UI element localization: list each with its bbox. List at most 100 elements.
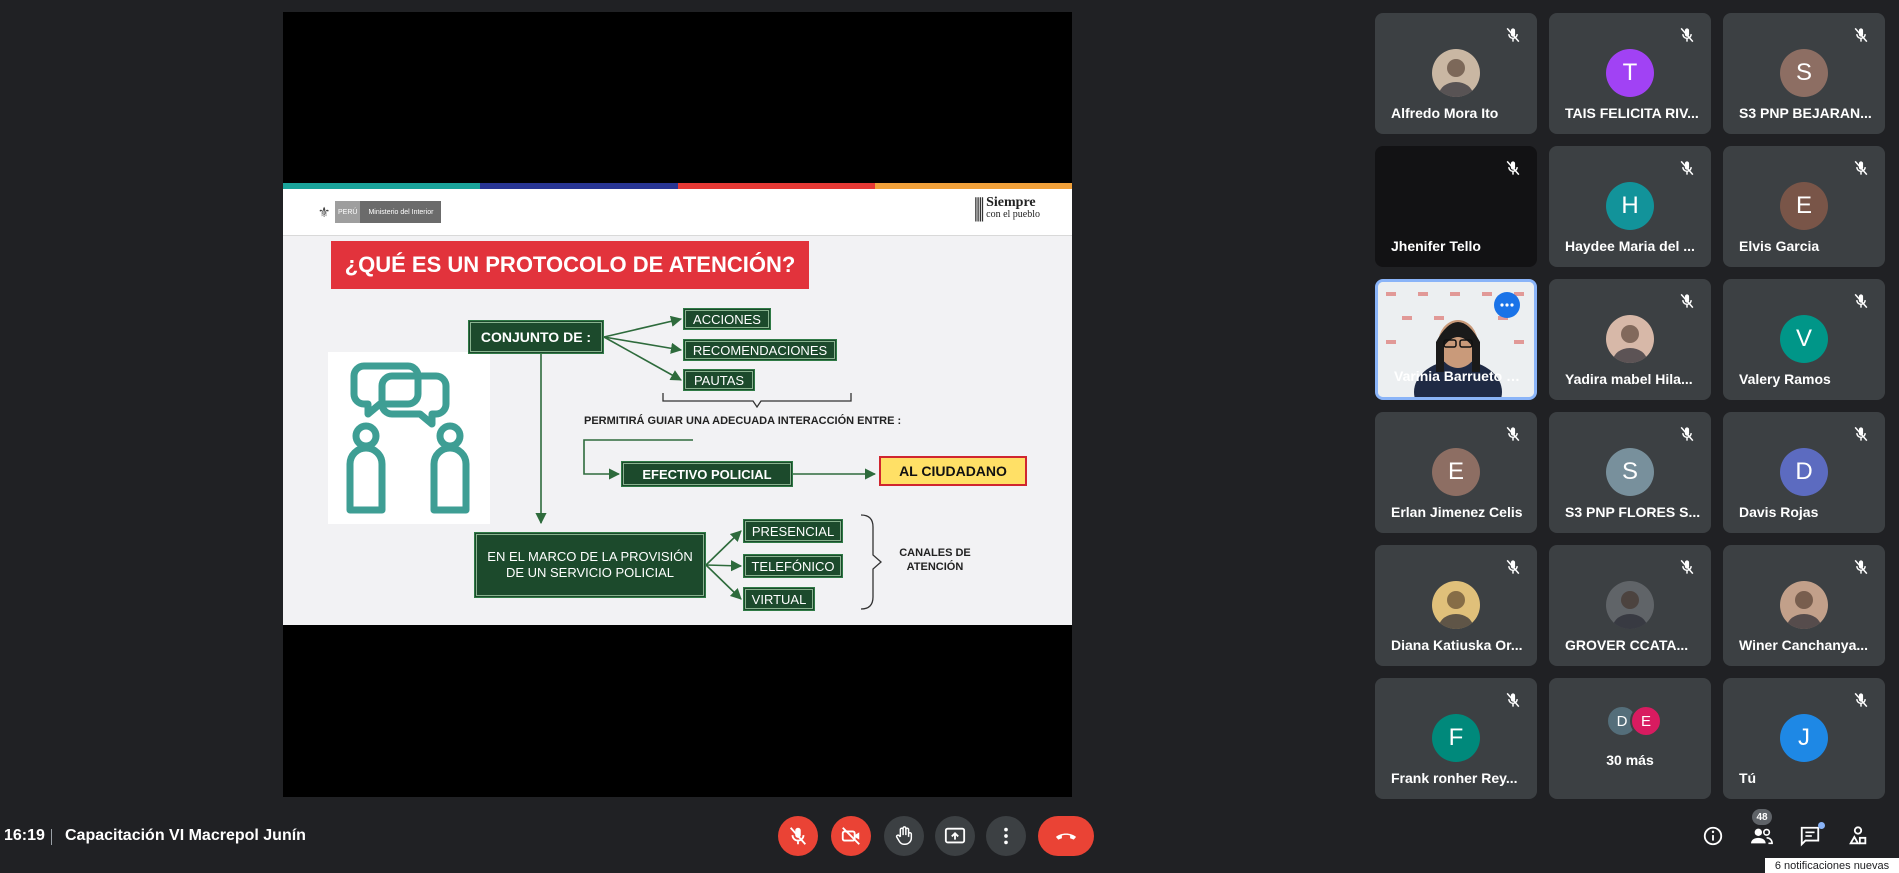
avatar-photo: [1606, 315, 1654, 363]
mic-muted-icon: [1503, 557, 1523, 577]
participant-name: Haydee Maria del ...: [1565, 238, 1695, 254]
mic-muted-icon: [1851, 424, 1871, 444]
participant-name: Davis Rojas: [1739, 504, 1819, 520]
more-horiz-icon: [1500, 303, 1514, 307]
mic-muted-icon: [1503, 158, 1523, 178]
participant-tile[interactable]: J Tú: [1723, 678, 1885, 799]
raise-hand-button[interactable]: [884, 816, 924, 856]
chat-notification-dot: [1818, 822, 1825, 829]
mic-toggle-button[interactable]: [778, 816, 818, 856]
participant-tile[interactable]: Jhenifer Tello: [1375, 146, 1537, 267]
mic-muted-icon: [1677, 424, 1697, 444]
mic-muted-icon: [1677, 25, 1697, 45]
logo-slogan-2: con el pueblo: [986, 209, 1040, 220]
slide: ⚜ PERÚ Ministerio del Interior |||| Siem…: [283, 183, 1072, 625]
chat-button[interactable]: [1794, 820, 1826, 852]
participant-name: Jhenifer Tello: [1391, 238, 1481, 254]
columns-icon: ||||: [973, 193, 985, 222]
mic-muted-icon: [1851, 25, 1871, 45]
avatar: E: [1780, 182, 1828, 230]
color-bar-navy: [480, 183, 678, 189]
color-bar-red: [677, 183, 875, 189]
crest-icon: ⚜: [317, 203, 331, 220]
meeting-title[interactable]: Capacitación VI Macrepol Junín: [65, 827, 306, 844]
present-screen-button[interactable]: [935, 816, 975, 856]
activities-icon: [1849, 826, 1867, 845]
participant-tile[interactable]: GROVER CCATA...: [1549, 545, 1711, 666]
participant-name: S3 PNP BEJARAN...: [1739, 105, 1872, 121]
participant-name: Yadira mabel Hila...: [1565, 371, 1693, 387]
participant-tile[interactable]: E Elvis Garcia: [1723, 146, 1885, 267]
slide-title: ¿QUÉ ES UN PROTOCOLO DE ATENCIÓN?: [331, 241, 809, 289]
participant-name: Winer Canchanya...: [1739, 637, 1869, 653]
mic-muted-icon: [1677, 158, 1697, 178]
participant-tile[interactable]: Varinia Barrueto F...: [1375, 279, 1537, 400]
leave-call-button[interactable]: [1038, 816, 1094, 856]
more-options-button[interactable]: [986, 816, 1026, 856]
notification-toast[interactable]: 6 notificaciones nuevas: [1765, 858, 1899, 873]
box-al-ciudadano: AL CIUDADANO: [879, 456, 1027, 486]
avatar: H: [1606, 182, 1654, 230]
mic-muted-icon: [1503, 424, 1523, 444]
avatar: D: [1780, 448, 1828, 496]
people-button[interactable]: [1746, 820, 1778, 852]
box-acciones: ACCIONES: [683, 308, 771, 330]
participant-tile[interactable]: Alfredo Mora Ito: [1375, 13, 1537, 134]
siempre-logo: |||| Siempre con el pueblo: [973, 195, 1040, 221]
color-bar-orange: [874, 183, 1072, 189]
color-bar-teal: [283, 183, 481, 189]
participant-name: Alfredo Mora Ito: [1391, 105, 1499, 121]
participant-tile[interactable]: Diana Katiuska Or...: [1375, 545, 1537, 666]
participant-name: Diana Katiuska Or...: [1391, 637, 1523, 653]
avatar: V: [1780, 315, 1828, 363]
logo-slogan-1: Siempre: [986, 195, 1036, 210]
box-conjunto: CONJUNTO DE :: [468, 320, 604, 354]
clock: 16:19: [4, 827, 45, 844]
info-icon: [1703, 826, 1723, 846]
mic-muted-icon: [1851, 158, 1871, 178]
box-telefonico: TELEFÓNICO: [743, 554, 843, 578]
avatar: J: [1780, 714, 1828, 762]
presentation-stage[interactable]: ⚜ PERÚ Ministerio del Interior |||| Siem…: [283, 12, 1072, 797]
activities-button[interactable]: [1842, 820, 1874, 852]
participant-name: Tú: [1739, 770, 1757, 786]
people-icon: [1751, 828, 1773, 845]
avatar: T: [1606, 49, 1654, 97]
participant-name: Elvis Garcia: [1739, 238, 1820, 254]
participant-name: Valery Ramos: [1739, 371, 1831, 387]
more-participants-label: 30 más: [1606, 752, 1654, 768]
camera-toggle-button[interactable]: [831, 816, 871, 856]
participant-tile[interactable]: Yadira mabel Hila...: [1549, 279, 1711, 400]
avatar-photo: [1432, 49, 1480, 97]
participant-tile[interactable]: V Valery Ramos: [1723, 279, 1885, 400]
mic-off-icon: [789, 827, 807, 845]
canales-de-atencion: CANALES DE ATENCIÓN: [899, 547, 971, 573]
logo-ministry: Ministerio del Interior: [360, 201, 442, 223]
mic-muted-icon: [1677, 557, 1697, 577]
mic-muted-icon: [1851, 557, 1871, 577]
camera-off-icon: [841, 827, 860, 845]
divider: [51, 829, 52, 845]
participant-name: Varinia Barrueto F...: [1394, 368, 1524, 384]
participant-tile[interactable]: H Haydee Maria del ...: [1549, 146, 1711, 267]
participant-tile[interactable]: Winer Canchanya...: [1723, 545, 1885, 666]
meeting-details-button[interactable]: [1697, 820, 1729, 852]
participant-tile[interactable]: D Davis Rojas: [1723, 412, 1885, 533]
people-count-badge: 48: [1752, 809, 1772, 825]
mini-avatar: E: [1630, 705, 1662, 737]
participant-tile[interactable]: S S3 PNP BEJARAN...: [1723, 13, 1885, 134]
mic-muted-icon: [1503, 25, 1523, 45]
avatar-photo: [1432, 581, 1480, 629]
tile-options-button[interactable]: [1494, 292, 1520, 318]
box-marco: EN EL MARCO DE LA PROVISIÓN DE UN SERVIC…: [474, 532, 706, 598]
more-vert-icon: [1004, 827, 1008, 845]
hand-icon: [895, 826, 913, 845]
diagram-connectors: [535, 315, 882, 610]
avatar: S: [1780, 49, 1828, 97]
